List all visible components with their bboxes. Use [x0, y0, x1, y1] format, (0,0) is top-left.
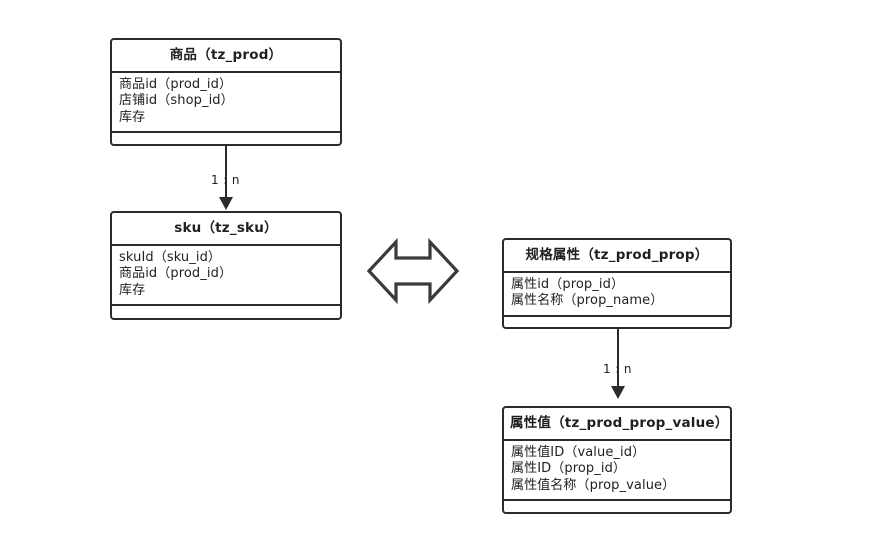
entity-attributes-tz-prod: 商品id（prod_id） 店铺id（shop_id） 库存 [112, 73, 340, 133]
attribute-row: 属性值名称（prop_value） [511, 477, 676, 493]
attribute-row: 库存 [119, 282, 146, 298]
double-headed-arrow-icon [366, 236, 460, 306]
relation-arrowhead-icon [219, 197, 233, 210]
entity-attributes-tz-prod-prop-value: 属性值ID（value_id） 属性ID（prop_id） 属性值名称（prop… [504, 441, 730, 501]
entity-methods-tz-sku [112, 306, 340, 328]
entity-attributes-tz-prod-prop: 属性id（prop_id） 属性名称（prop_name） [504, 273, 730, 317]
attribute-row: 商品id（prod_id） [119, 266, 233, 281]
attribute-row: 属性名称（prop_name） [511, 293, 664, 308]
relation-line [617, 329, 619, 387]
entity-title-tz-prod-prop: 规格属性（tz_prod_prop） [504, 240, 730, 273]
attribute-row: skuId（sku_id） [119, 249, 222, 265]
attribute-row: 商品id（prod_id） [119, 76, 233, 92]
entity-box-tz-prod-prop[interactable]: 规格属性（tz_prod_prop） 属性id（prop_id） 属性名称（pr… [502, 238, 732, 329]
entity-title-tz-sku: sku（tz_sku） [112, 213, 340, 246]
attribute-row: 店铺id（shop_id） [119, 93, 234, 108]
entity-box-tz-sku[interactable]: sku（tz_sku） skuId（sku_id） 商品id（prod_id） … [110, 211, 342, 320]
entity-attributes-tz-sku: skuId（sku_id） 商品id（prod_id） 库存 [112, 246, 340, 306]
entity-box-tz-prod[interactable]: 商品（tz_prod） 商品id（prod_id） 店铺id（shop_id） … [110, 38, 342, 146]
relation-cardinality-label: 1 : n [603, 362, 632, 376]
entity-title-tz-prod-prop-value: 属性值（tz_prod_prop_value） [504, 408, 730, 441]
attribute-row: 库存 [119, 109, 146, 125]
relation-line [225, 146, 227, 198]
attribute-row: 属性值ID（value_id） [511, 444, 646, 460]
attribute-row: 属性ID（prop_id） [511, 461, 627, 476]
entity-methods-tz-prod-prop-value [504, 501, 730, 523]
relation-cardinality-label: 1 : n [211, 173, 240, 187]
attribute-row: 属性id（prop_id） [511, 276, 625, 292]
entity-box-tz-prod-prop-value[interactable]: 属性值（tz_prod_prop_value） 属性值ID（value_id） … [502, 406, 732, 514]
relation-arrowhead-icon [611, 386, 625, 399]
entity-title-tz-prod: 商品（tz_prod） [112, 40, 340, 73]
